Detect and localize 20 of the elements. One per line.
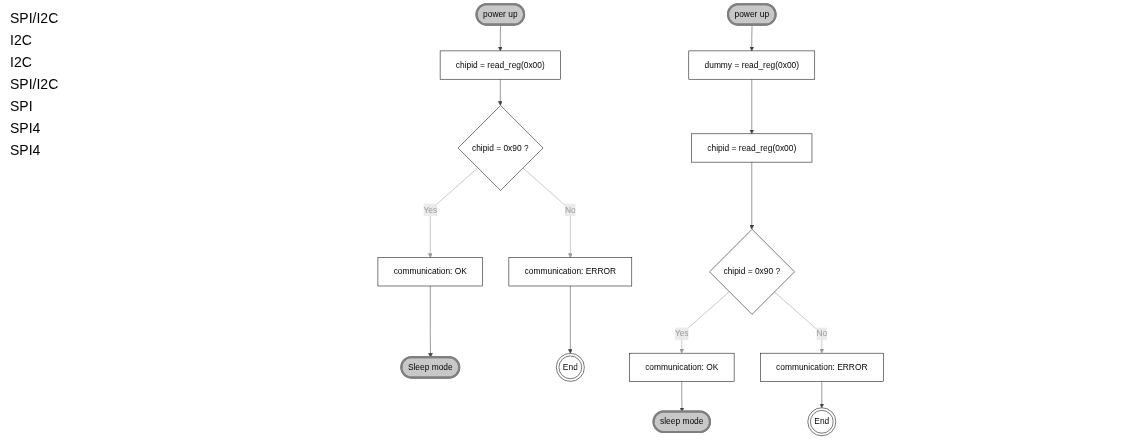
interface-label: SPI4 [10, 142, 42, 158]
edge-label: No [565, 205, 577, 215]
node-box: chipid = read_reg(0x00) [440, 50, 562, 80]
interface-label: I2C [10, 54, 33, 70]
node-box: communication: ERROR [509, 257, 633, 287]
interface-label: SPI [10, 98, 34, 114]
edge-label: No [816, 329, 828, 338]
edge-label: Yes [423, 205, 438, 215]
node-diamond: chipid = 0x90 ? [458, 105, 544, 191]
interface-label: SPI/I2C [10, 76, 60, 92]
node-box: chipid = read_reg(0x00) [691, 133, 813, 163]
node-box: communication: OK [629, 352, 735, 382]
node-diamond: chipid = 0x90 ? [709, 229, 796, 315]
node-box: communication: OK [378, 257, 484, 287]
interface-label: SPI/I2C [10, 10, 60, 26]
interface-label: I2C [10, 32, 33, 48]
node-box: communication: ERROR [760, 352, 884, 382]
node-box: dummy = read_reg(0x00) [688, 50, 816, 80]
edge-label: Yes [675, 329, 690, 338]
interface-label: SPI4 [10, 120, 42, 136]
